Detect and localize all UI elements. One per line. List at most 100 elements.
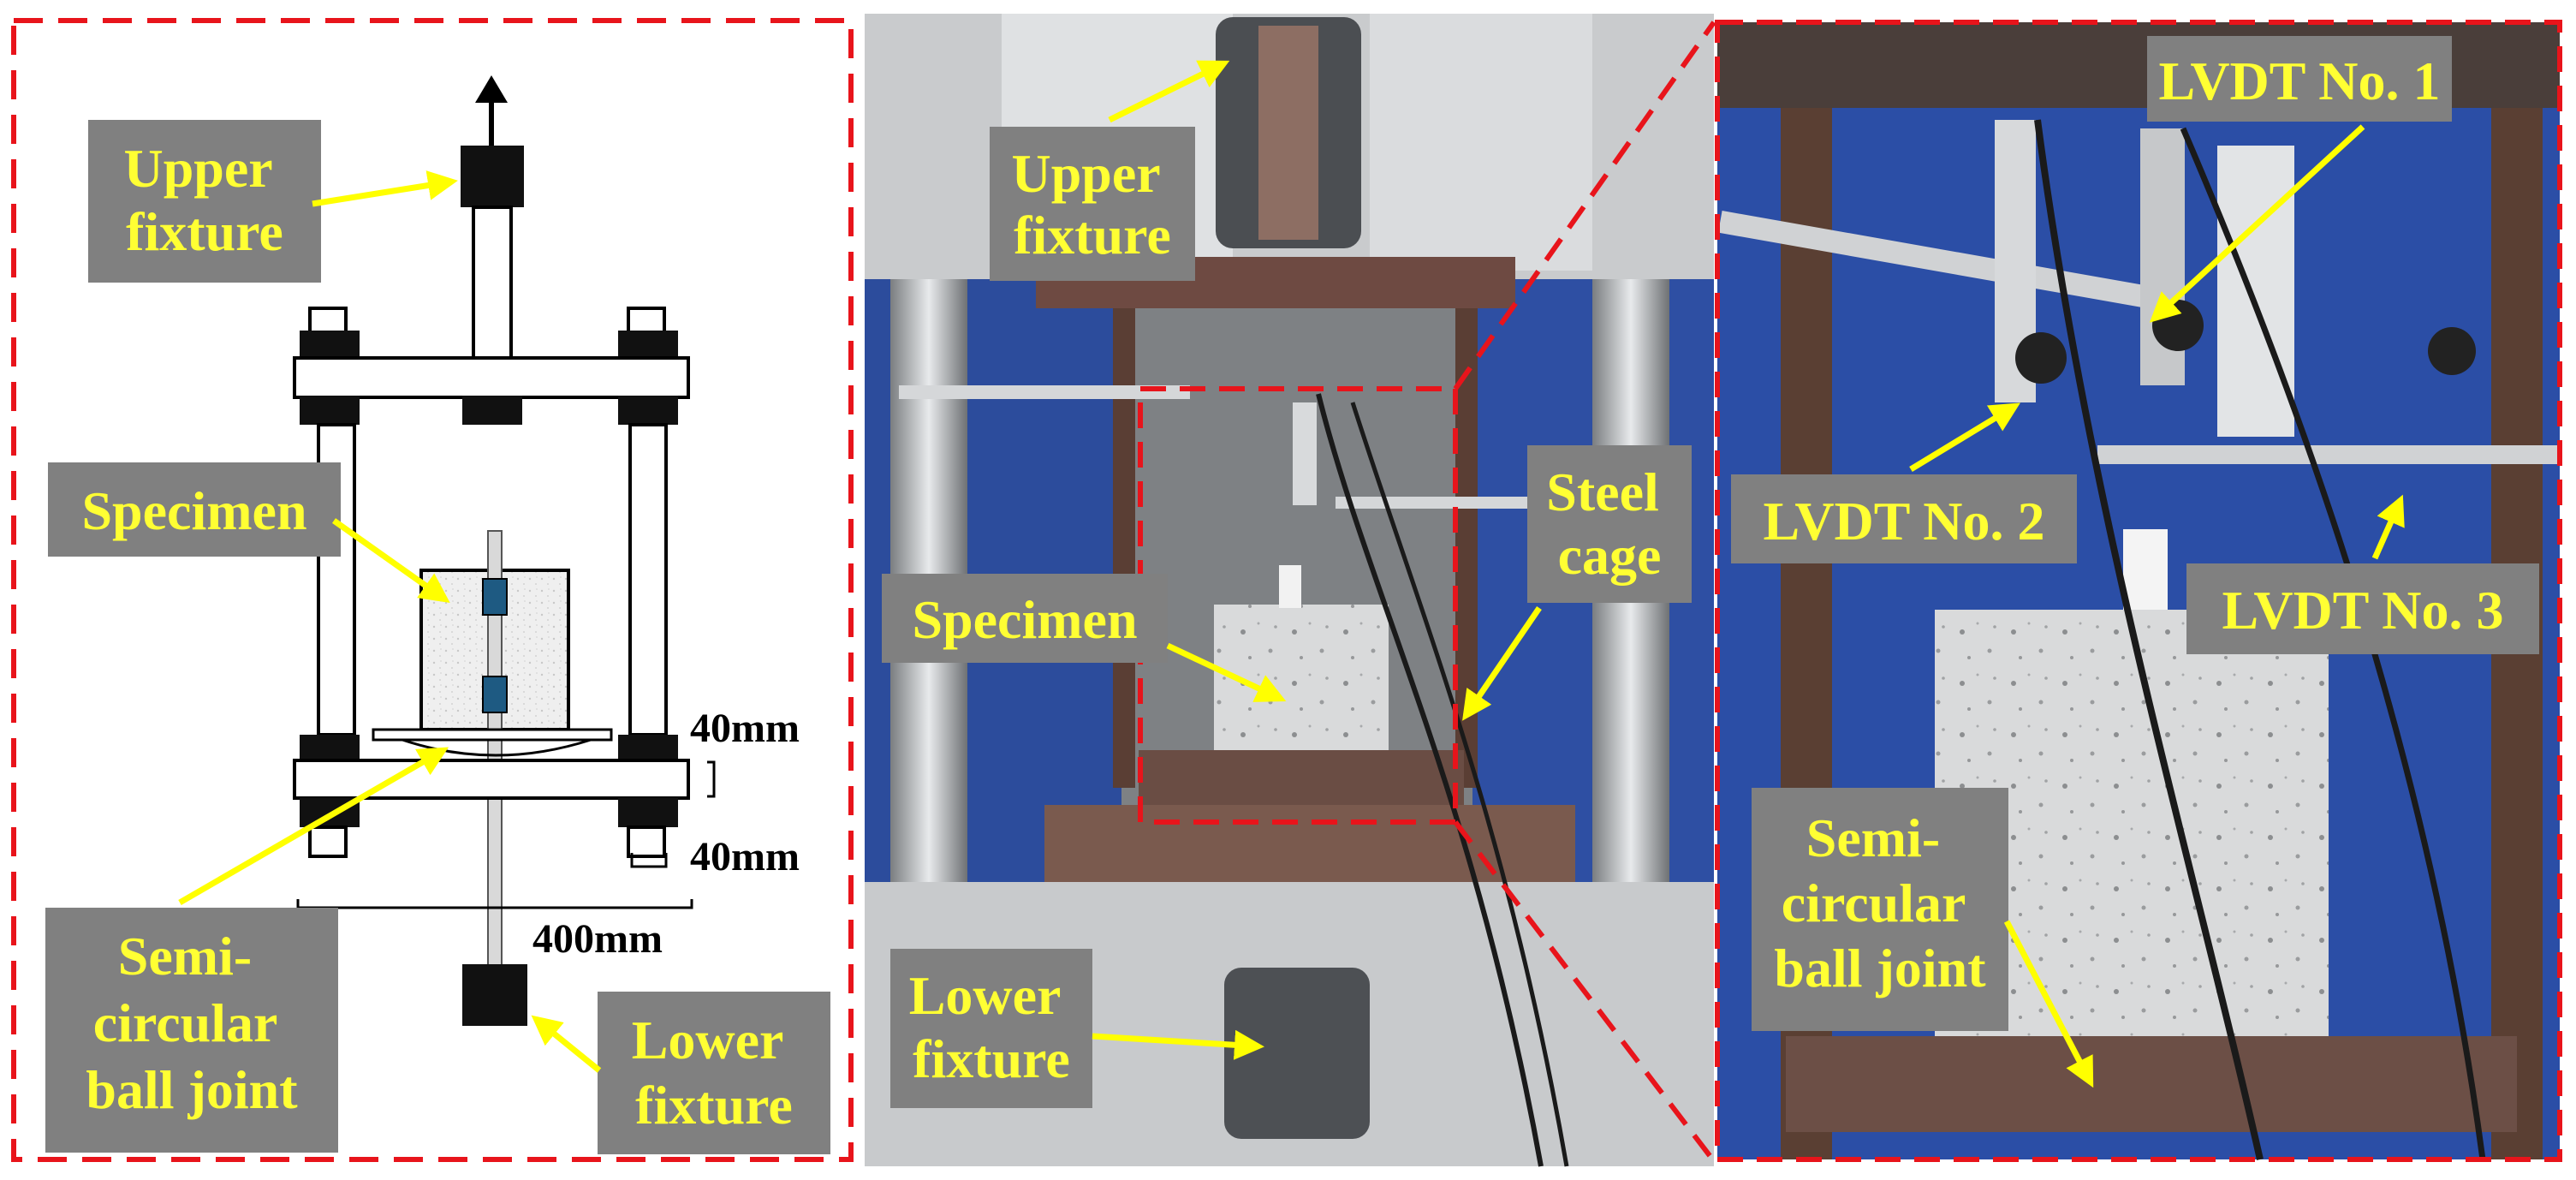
- svg-text:Semi- circular bal: Semi- circular ball joint: [86, 926, 298, 1120]
- zoom-connector-top: [1453, 21, 1716, 390]
- arrow-upper-fixture: [312, 170, 458, 207]
- lvdt-body-c3: [2217, 146, 2294, 437]
- top-nut-right-under: [618, 396, 678, 425]
- top-bolt-right: [627, 307, 666, 336]
- top-plate-center-nut: [462, 396, 522, 425]
- photo-c-label-ball-joint-line3: ball joint: [1774, 938, 1986, 998]
- dim-bracket-top: [707, 760, 716, 798]
- lvdt-rod-c1: [1718, 211, 2161, 310]
- photo-b-label-steel-cage-line2: cage: [1558, 525, 1662, 586]
- photo-c-arrow-lvdt1: [2149, 124, 2365, 323]
- photo-c-label-ball-joint-line2: circular: [1782, 873, 1966, 933]
- bottom-bolt-right: [627, 825, 666, 858]
- upper-fixture-wheel-core: [1258, 26, 1318, 240]
- label-box-upper-fixture: [88, 120, 321, 283]
- photo-c-arrow-lvdt2: [1909, 402, 2020, 472]
- dim-bracket-width: [296, 899, 693, 909]
- cable-b2: [1350, 402, 1569, 1167]
- lvdt-clamp-1: [2015, 332, 2067, 384]
- photo-b-label-lower-fixture-line1: Lower: [909, 965, 1061, 1026]
- dim-gap-bottom: 40mm: [690, 834, 800, 879]
- label-upper-fixture-line2: fixture: [126, 201, 283, 262]
- rod-coupler-upper: [482, 578, 508, 616]
- lvdt-body-b: [1293, 402, 1317, 505]
- photo-b-label-box-specimen: [882, 574, 1168, 663]
- ball-joint-cup: [402, 738, 592, 757]
- dim-bracket-bottom: [630, 853, 668, 868]
- panel-b-photo: Upper fixture Steel cage Specimen Lower …: [865, 14, 1714, 1167]
- top-nut-right: [618, 331, 678, 360]
- label-box-lower-fixture: [598, 992, 830, 1154]
- label-specimen: Specimen: [81, 480, 306, 541]
- label-lower-fixture-line2: fixture: [635, 1075, 793, 1135]
- label-box-specimen: [48, 462, 341, 557]
- bottom-bolt-left: [308, 825, 348, 858]
- ball-joint-plate: [372, 728, 613, 742]
- column-right: [628, 423, 668, 736]
- svg-text:Upper fixture: Upper fixture: [1011, 143, 1173, 265]
- photo-b-arrow-steel-cage: [1462, 606, 1542, 721]
- zoom-connector-bottom: [1453, 820, 1716, 1163]
- photo-c-label-ball-joint-line1: Semi-: [1806, 808, 1940, 868]
- load-arrow-head: [475, 75, 508, 103]
- bottom-nut-right-over: [618, 735, 678, 760]
- label-upper-fixture-line1: Upper: [123, 138, 272, 199]
- specimen-cap: [1279, 565, 1301, 608]
- panel-c-zoom-photo: LVDT No. 1 LVDT No. 2 LVDT No. 3 Semi- c…: [1715, 20, 2562, 1162]
- lvdt-rod-left: [899, 385, 1190, 399]
- photo-c-frame: [1715, 20, 2562, 1162]
- photo-b-label-upper-fixture-line1: Upper: [1011, 143, 1160, 204]
- photo-c-label-box-lvdt1: [2147, 36, 2452, 122]
- svg-text:Semi- circular bal: Semi- circular ball joint: [1774, 808, 1986, 998]
- photo-b-label-box-lower-fixture: [890, 949, 1092, 1108]
- photo-b-arrow-specimen: [1166, 642, 1287, 702]
- photo-b-label-lower-fixture-line2: fixture: [913, 1028, 1070, 1089]
- photo-c-label-box-lvdt3: [2186, 563, 2539, 654]
- photo-c-label-box-ball-joint: [1752, 788, 2008, 1031]
- photo-c-label-box-lvdt2: [1731, 474, 2077, 563]
- photo-c-bottom-plate: [1786, 1036, 2517, 1132]
- photo-c-specimen-cap: [2123, 529, 2168, 611]
- photo-c-label-lvdt3: LVDT No. 3: [2222, 580, 2504, 641]
- bottom-nut-left-over: [300, 735, 360, 760]
- lvdt-clamp-3: [2428, 327, 2476, 375]
- photo-c-arrow-lvdt3: [2371, 494, 2405, 560]
- svg-text:Lower fixture: Lower fixture: [632, 1010, 797, 1135]
- svg-text:Upper fixture: Upper fixture: [123, 138, 285, 262]
- panel-a-schematic: 40mm 40mm 400mm Upper fixture Specimen S…: [11, 18, 854, 1162]
- photo-b-arrow-lower-fixture: [1092, 1029, 1264, 1060]
- lvdt-rod-c2: [2097, 445, 2560, 464]
- top-nut-left-under: [300, 396, 360, 425]
- top-plate: [293, 356, 690, 399]
- photo-b-label-box-steel-cage: [1527, 445, 1692, 603]
- svg-text:Steel cage: Steel cage: [1546, 462, 1673, 586]
- cage-column-left: [1113, 308, 1135, 788]
- top-nut-left: [300, 331, 360, 360]
- arrow-specimen: [331, 518, 450, 604]
- label-box-ball-joint: [45, 908, 338, 1153]
- label-ball-joint-line3: ball joint: [86, 1059, 298, 1120]
- label-ball-joint-line1: Semi-: [118, 926, 252, 986]
- cable-b1: [1316, 393, 1544, 1167]
- photo-c-label-lvdt1: LVDT No. 1: [2159, 51, 2441, 111]
- dim-gap-top: 40mm: [690, 706, 800, 751]
- bottom-nut-right: [618, 798, 678, 827]
- dim-width: 400mm: [532, 916, 663, 962]
- photo-b-label-specimen: Specimen: [912, 589, 1137, 650]
- photo-b-label-box-upper-fixture: [990, 127, 1195, 281]
- label-lower-fixture-line1: Lower: [632, 1010, 783, 1070]
- rod-coupler-lower: [482, 676, 508, 713]
- photo-b-label-steel-cage-line1: Steel: [1546, 462, 1659, 522]
- photo-c-label-lvdt2: LVDT No. 2: [1764, 491, 2045, 551]
- svg-text:Lower fixture: Lower fixture: [909, 965, 1074, 1089]
- top-bolt-left: [308, 307, 348, 336]
- crosshead-block-right: [1370, 14, 1592, 271]
- upper-fixture-block: [461, 146, 524, 207]
- lvdt-clamp-2: [2152, 300, 2204, 351]
- cable-c1: [2034, 119, 2264, 1160]
- photo-b-label-upper-fixture-line2: fixture: [1014, 205, 1171, 265]
- bottom-plate: [293, 759, 690, 800]
- lower-fixture-wheel: [1224, 968, 1370, 1139]
- photo-c-arrow-ball-joint: [2003, 920, 2094, 1088]
